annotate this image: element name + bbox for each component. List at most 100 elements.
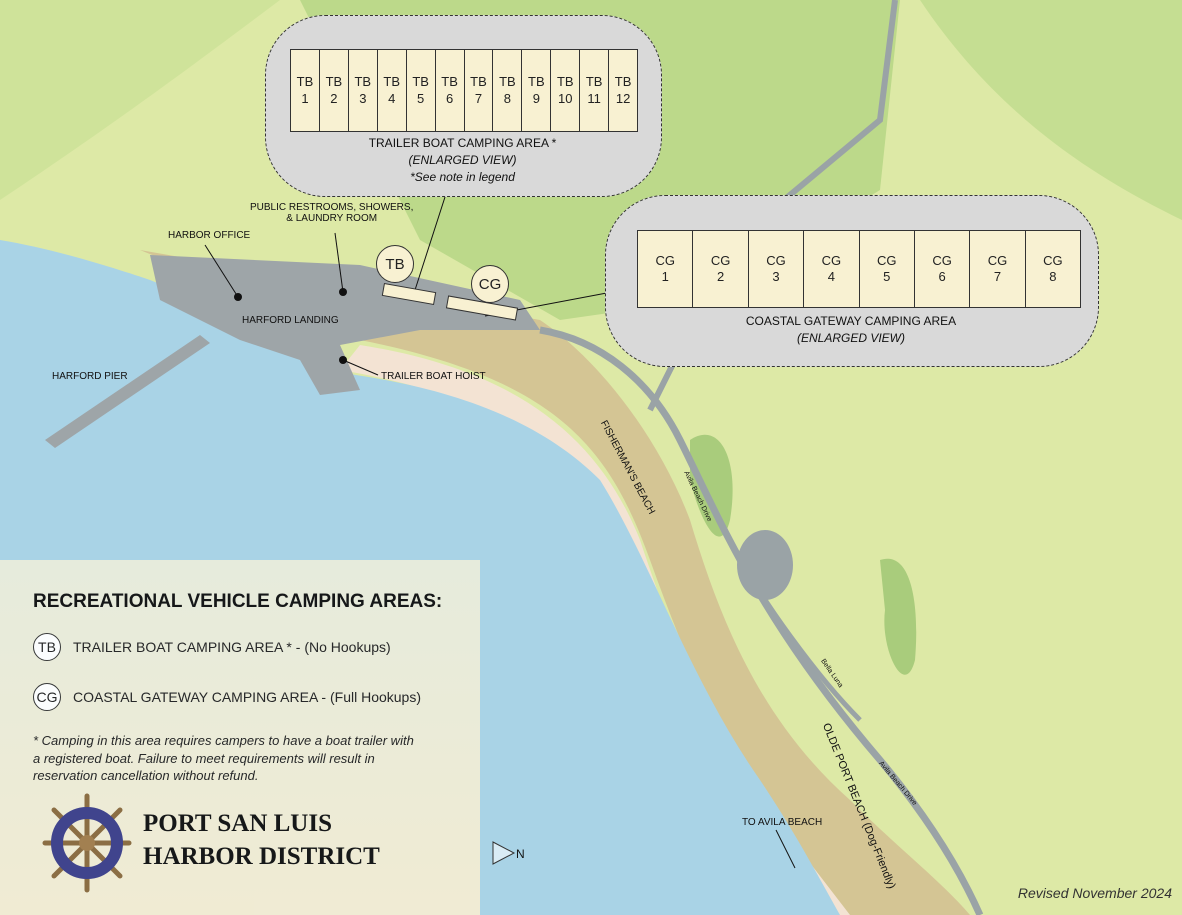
trailer-boat-callout-title: TRAILER BOAT CAMPING AREA * (ENLARGED VI… — [265, 135, 660, 185]
label-trailer-boat-hoist: TRAILER BOAT HOIST — [381, 371, 486, 382]
hill — [0, 0, 280, 200]
callout-title: COASTAL GATEWAY CAMPING AREA — [745, 314, 957, 328]
north-arrow-icon — [492, 841, 516, 865]
site-label: TB — [614, 74, 632, 90]
label-line: PUBLIC RESTROOMS, SHOWERS, — [250, 202, 414, 213]
label-line: & LAUNDRY ROOM — [286, 213, 378, 224]
legend-panel: RECREATIONAL VEHICLE CAMPING AREAS: TB T… — [0, 560, 480, 915]
site-label: 7 — [474, 90, 483, 106]
site-label: CG — [821, 252, 842, 268]
dune — [140, 250, 970, 915]
coastal-gateway-callout-title: COASTAL GATEWAY CAMPING AREA (ENLARGED V… — [605, 313, 1097, 347]
tb-site-block — [381, 282, 437, 306]
site-label: CG — [766, 252, 786, 268]
legend-item-tb: TB TRAILER BOAT CAMPING AREA * - (No Hoo… — [33, 633, 391, 661]
site-label: 2 — [330, 90, 338, 106]
revised-date: Revised November 2024 — [1017, 885, 1172, 901]
site-label: 9 — [532, 90, 540, 106]
site-label: 5 — [417, 90, 425, 106]
hill — [690, 434, 733, 537]
callout-title: TRAILER BOAT CAMPING AREA * — [368, 136, 557, 150]
site-label: 4 — [388, 90, 396, 106]
org-name: PORT SAN LUIS HARBOR DISTRICT — [143, 808, 380, 873]
site-label: TB — [556, 74, 574, 90]
site-label: CG — [1043, 252, 1063, 268]
site-label: 6 — [938, 269, 946, 284]
cg-badge: CG — [33, 683, 61, 711]
site-label: 12 — [615, 90, 631, 106]
tb-badge: TB — [33, 633, 61, 661]
legend-label: TRAILER BOAT CAMPING AREA * - (No Hookup… — [73, 639, 391, 655]
site-label: TB — [441, 74, 458, 90]
site-label: CG — [655, 252, 675, 268]
legend-item-cg: CG COASTAL GATEWAY CAMPING AREA - (Full … — [33, 683, 421, 711]
site-label: 4 — [827, 269, 835, 284]
north-label: N — [516, 847, 525, 861]
site-label: TB — [354, 74, 372, 90]
site-label: TB — [383, 74, 401, 90]
site-label: TB — [470, 74, 487, 90]
callout-note: *See note in legend — [410, 169, 515, 184]
site-label: TB — [499, 74, 516, 90]
pier — [45, 335, 210, 448]
site-label: TB — [325, 74, 343, 90]
site-label: 1 — [301, 90, 309, 106]
site-label: 8 — [503, 90, 512, 106]
label-to-avila-beach: TO AVILA BEACH — [742, 817, 823, 828]
label-harbor-office: HARBOR OFFICE — [168, 230, 251, 241]
tb-arrow — [414, 196, 446, 291]
site-label: TB — [528, 74, 545, 90]
parking-lot — [737, 530, 793, 600]
site-label: CG — [987, 252, 1008, 268]
site-label: TB — [585, 74, 603, 90]
org-line: PORT SAN LUIS — [143, 810, 332, 837]
ships-wheel-logo — [42, 793, 132, 893]
label-restrooms: PUBLIC RESTROOMS, SHOWERS, & LAUNDRY ROO… — [250, 202, 413, 224]
site-label: CG — [710, 252, 731, 268]
legend-title: RECREATIONAL VEHICLE CAMPING AREAS: — [33, 591, 443, 612]
site-label: 5 — [883, 269, 891, 284]
harbor-land — [150, 255, 540, 395]
site-label: 8 — [1049, 269, 1057, 284]
org-line: HARBOR DISTRICT — [143, 842, 380, 870]
site-label: 3 — [359, 90, 367, 106]
site-label: 6 — [445, 90, 454, 106]
site-label: CG — [876, 252, 897, 268]
site-label: TB — [296, 74, 314, 90]
site-label: 3 — [772, 269, 780, 284]
cg-marker[interactable]: CG — [471, 265, 509, 303]
site-label: 10 — [558, 90, 573, 106]
site-label: 2 — [716, 269, 725, 284]
tb-marker[interactable]: TB — [376, 245, 414, 283]
label-harford-landing: HARFORD LANDING — [242, 315, 339, 326]
legend-label: COASTAL GATEWAY CAMPING AREA - (Full Hoo… — [73, 689, 422, 705]
to-avila-arrow — [775, 829, 796, 869]
callout-subtitle: (ENLARGED VIEW) — [408, 152, 517, 167]
hill — [880, 558, 917, 675]
site-label: CG — [932, 252, 952, 268]
site-label: 1 — [661, 269, 669, 284]
cg-site-block — [445, 295, 519, 321]
